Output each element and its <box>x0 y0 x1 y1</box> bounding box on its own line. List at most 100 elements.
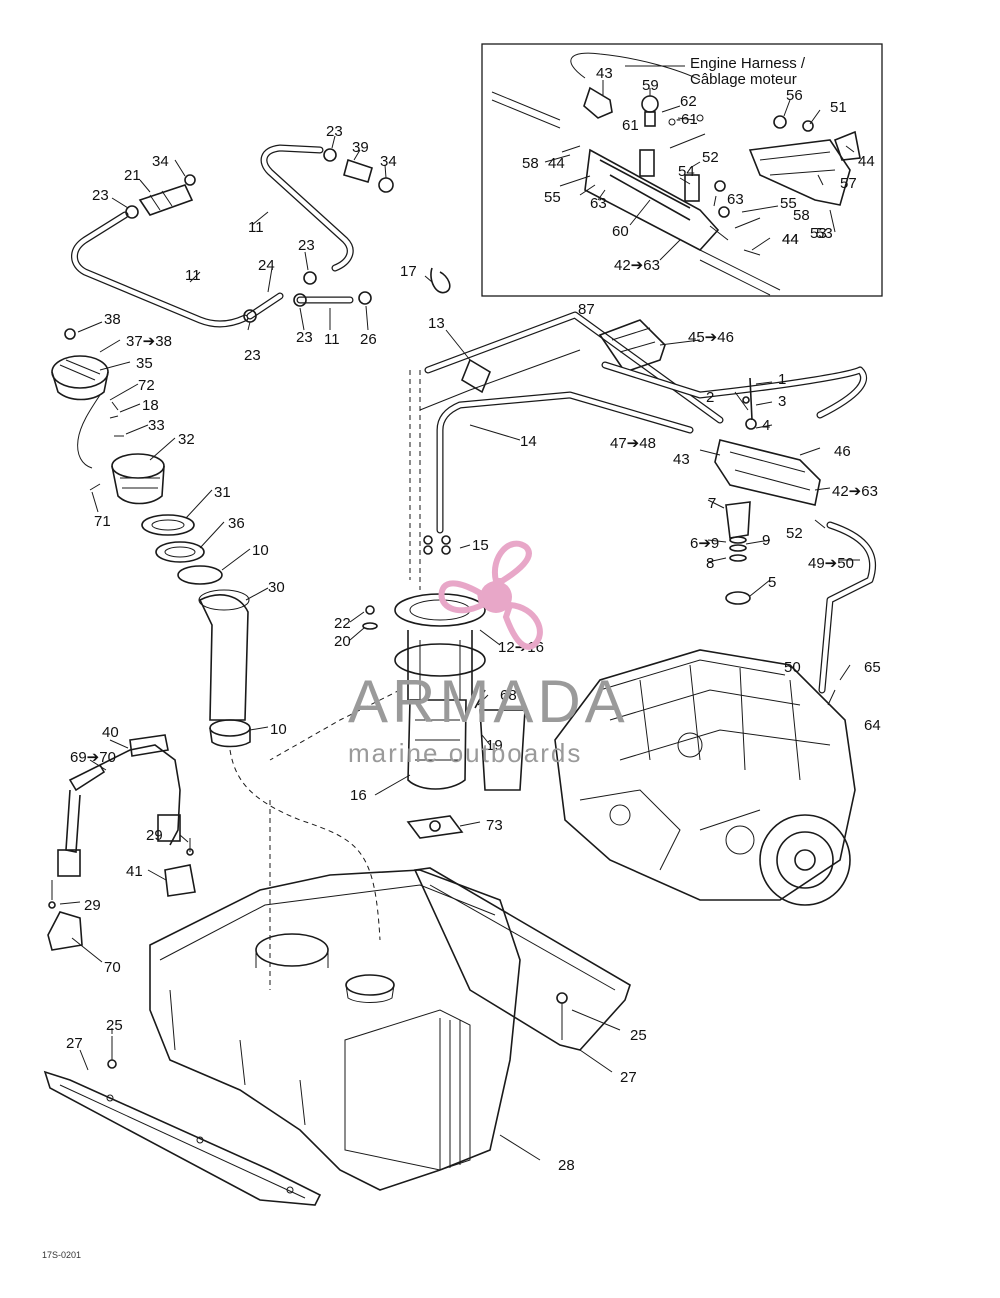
callout-label: 58 <box>522 155 539 172</box>
callout-label: 50 <box>784 659 801 676</box>
callout-label: 23 <box>326 123 343 140</box>
callout-label: 3 <box>778 393 786 410</box>
watermark-tagline: marine outboards <box>348 738 582 768</box>
callout-label: 71 <box>94 513 111 530</box>
filler-neck-assembly <box>51 321 381 941</box>
callout-label: 30 <box>268 579 285 596</box>
callout-label: 11 <box>324 331 340 348</box>
support-rails <box>43 867 631 1206</box>
callout-label: 37➔38 <box>126 333 172 350</box>
callout-label: 56 <box>786 87 803 104</box>
callout-label: 64 <box>864 717 881 734</box>
callout-label: 65 <box>864 659 881 676</box>
callout-label: 1 <box>778 371 786 388</box>
callout-label: 44 <box>548 155 565 172</box>
callout-label: 18 <box>142 397 159 414</box>
callout-label: 20 <box>334 633 351 650</box>
fuel-pump-module <box>269 267 724 990</box>
callout-label: 11 <box>185 267 201 284</box>
harness-label-line1: Engine Harness / <box>690 55 806 72</box>
callout-label: 55 <box>544 189 561 206</box>
callout-label: 15 <box>472 537 489 554</box>
callout-label: 24 <box>258 257 275 274</box>
fuel-tank <box>149 869 541 1191</box>
callout-label: 32 <box>178 431 195 448</box>
callout-label: 43 <box>596 65 613 82</box>
callout-label: 39 <box>352 139 369 156</box>
callout-label: 23 <box>244 347 261 364</box>
callout-label: 53 <box>810 225 827 242</box>
callout-label: 34 <box>152 153 169 170</box>
callout-label: 8 <box>706 555 714 572</box>
callout-label: 63 <box>727 191 744 208</box>
callout-label: 41 <box>126 863 143 880</box>
callout-label: 73 <box>486 817 503 834</box>
callout-label: 52 <box>702 149 719 166</box>
fuel-hoses <box>71 135 394 331</box>
callout-label: 22 <box>334 615 351 632</box>
watermark-brand: ARMADA <box>348 668 629 735</box>
callout-label: 46 <box>834 443 851 460</box>
callout-label: 2 <box>706 389 714 406</box>
callout-label: 44 <box>782 231 799 248</box>
callout-label: 19 <box>486 737 503 754</box>
callout-label: 43 <box>673 451 690 468</box>
callout-label: 54 <box>678 163 695 180</box>
callout-label: 68 <box>500 687 517 704</box>
callout-label: 42➔63 <box>614 257 660 274</box>
callout-label: 49➔50 <box>808 555 854 572</box>
harness-label-line2: Câblage moteur <box>690 71 797 88</box>
callout-label: 7 <box>708 495 716 512</box>
callout-label: 21 <box>124 167 141 184</box>
callout-label: 44 <box>782 231 799 248</box>
callout-label: 10 <box>270 721 287 738</box>
callout-label: 70 <box>104 959 121 976</box>
callout-label: 53 <box>816 225 833 242</box>
callout-label: 26 <box>360 331 377 348</box>
callout-label: 9 <box>762 532 770 549</box>
callout-label: 27 <box>66 1035 83 1052</box>
armada-watermark: ARMADA marine outboards <box>348 540 629 768</box>
callout-label: 25 <box>630 1027 647 1044</box>
callout-label: 35 <box>136 355 153 372</box>
engine-block <box>554 649 856 906</box>
callout-label: -61 <box>676 111 698 128</box>
callout-label: 4 <box>762 417 770 434</box>
callout-label: 10 <box>252 542 269 559</box>
callout-label: 60 <box>612 223 629 240</box>
callout-label: 34 <box>380 153 397 170</box>
callout-label: 17 <box>400 263 417 280</box>
callout-label: 23 <box>298 237 315 254</box>
inset-detail <box>481 43 883 297</box>
bracket-assemblies <box>47 734 196 963</box>
callout-label: 6➔9 <box>690 535 719 552</box>
callout-label: 31 <box>214 484 231 501</box>
callout-label: 62 <box>680 93 697 110</box>
callout-label: 58 <box>793 207 810 224</box>
fuel-rail-assembly <box>598 319 877 706</box>
callout-label: 23 <box>92 187 109 204</box>
callout-label: 69➔70 <box>70 749 116 766</box>
callout-label: 38 <box>104 311 121 328</box>
callout-label: 51 <box>830 99 847 116</box>
callout-label: 29 <box>84 897 101 914</box>
callout-label: 40 <box>102 724 119 741</box>
callout-label: 72 <box>138 377 155 394</box>
callout-label: 61 <box>622 117 639 134</box>
callout-label: 16 <box>350 787 367 804</box>
callout-label: 29 <box>146 827 163 844</box>
callout-label: 25 <box>106 1017 123 1034</box>
callout-label: 87 <box>578 301 595 318</box>
callout-label: 23 <box>296 329 313 346</box>
callout-label: 42➔63 <box>832 483 878 500</box>
callout-label: 14 <box>520 433 537 450</box>
callout-label: 57 <box>840 175 857 192</box>
callout-label: 52 <box>786 525 803 542</box>
callout-label: 28 <box>558 1157 575 1174</box>
callout-label: 55 <box>780 195 797 212</box>
callout-label: 5 <box>768 574 776 591</box>
propeller-logo <box>438 540 543 650</box>
callout-label: 44 <box>858 153 875 170</box>
